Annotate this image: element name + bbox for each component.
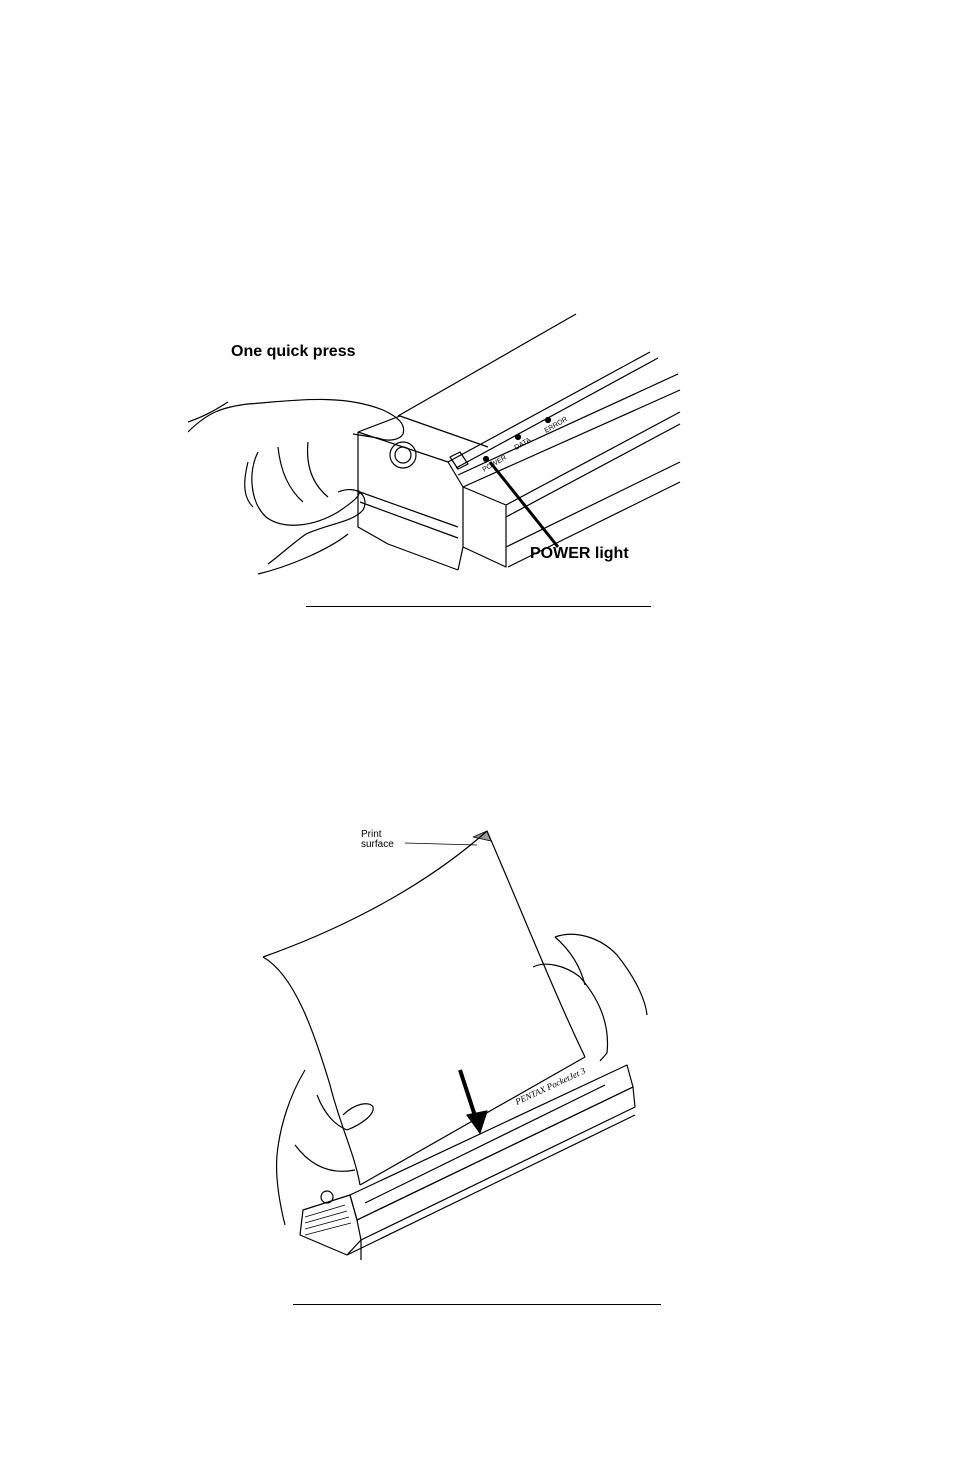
divider-line (306, 606, 651, 607)
caption-print-surface: Print surface (361, 829, 394, 850)
printer-power-illustration: POWER DATA ERROR (187, 313, 681, 575)
divider-line (293, 1304, 661, 1305)
figure-paper-insert: PENTAX PocketJet 3 (255, 825, 655, 1295)
caption-power-light: POWER light (530, 545, 629, 562)
caption-one-quick-press: One quick press (231, 343, 356, 360)
figure-power-button-press: POWER DATA ERROR (187, 312, 720, 584)
paper-insert-illustration: PENTAX PocketJet 3 (262, 830, 648, 1260)
